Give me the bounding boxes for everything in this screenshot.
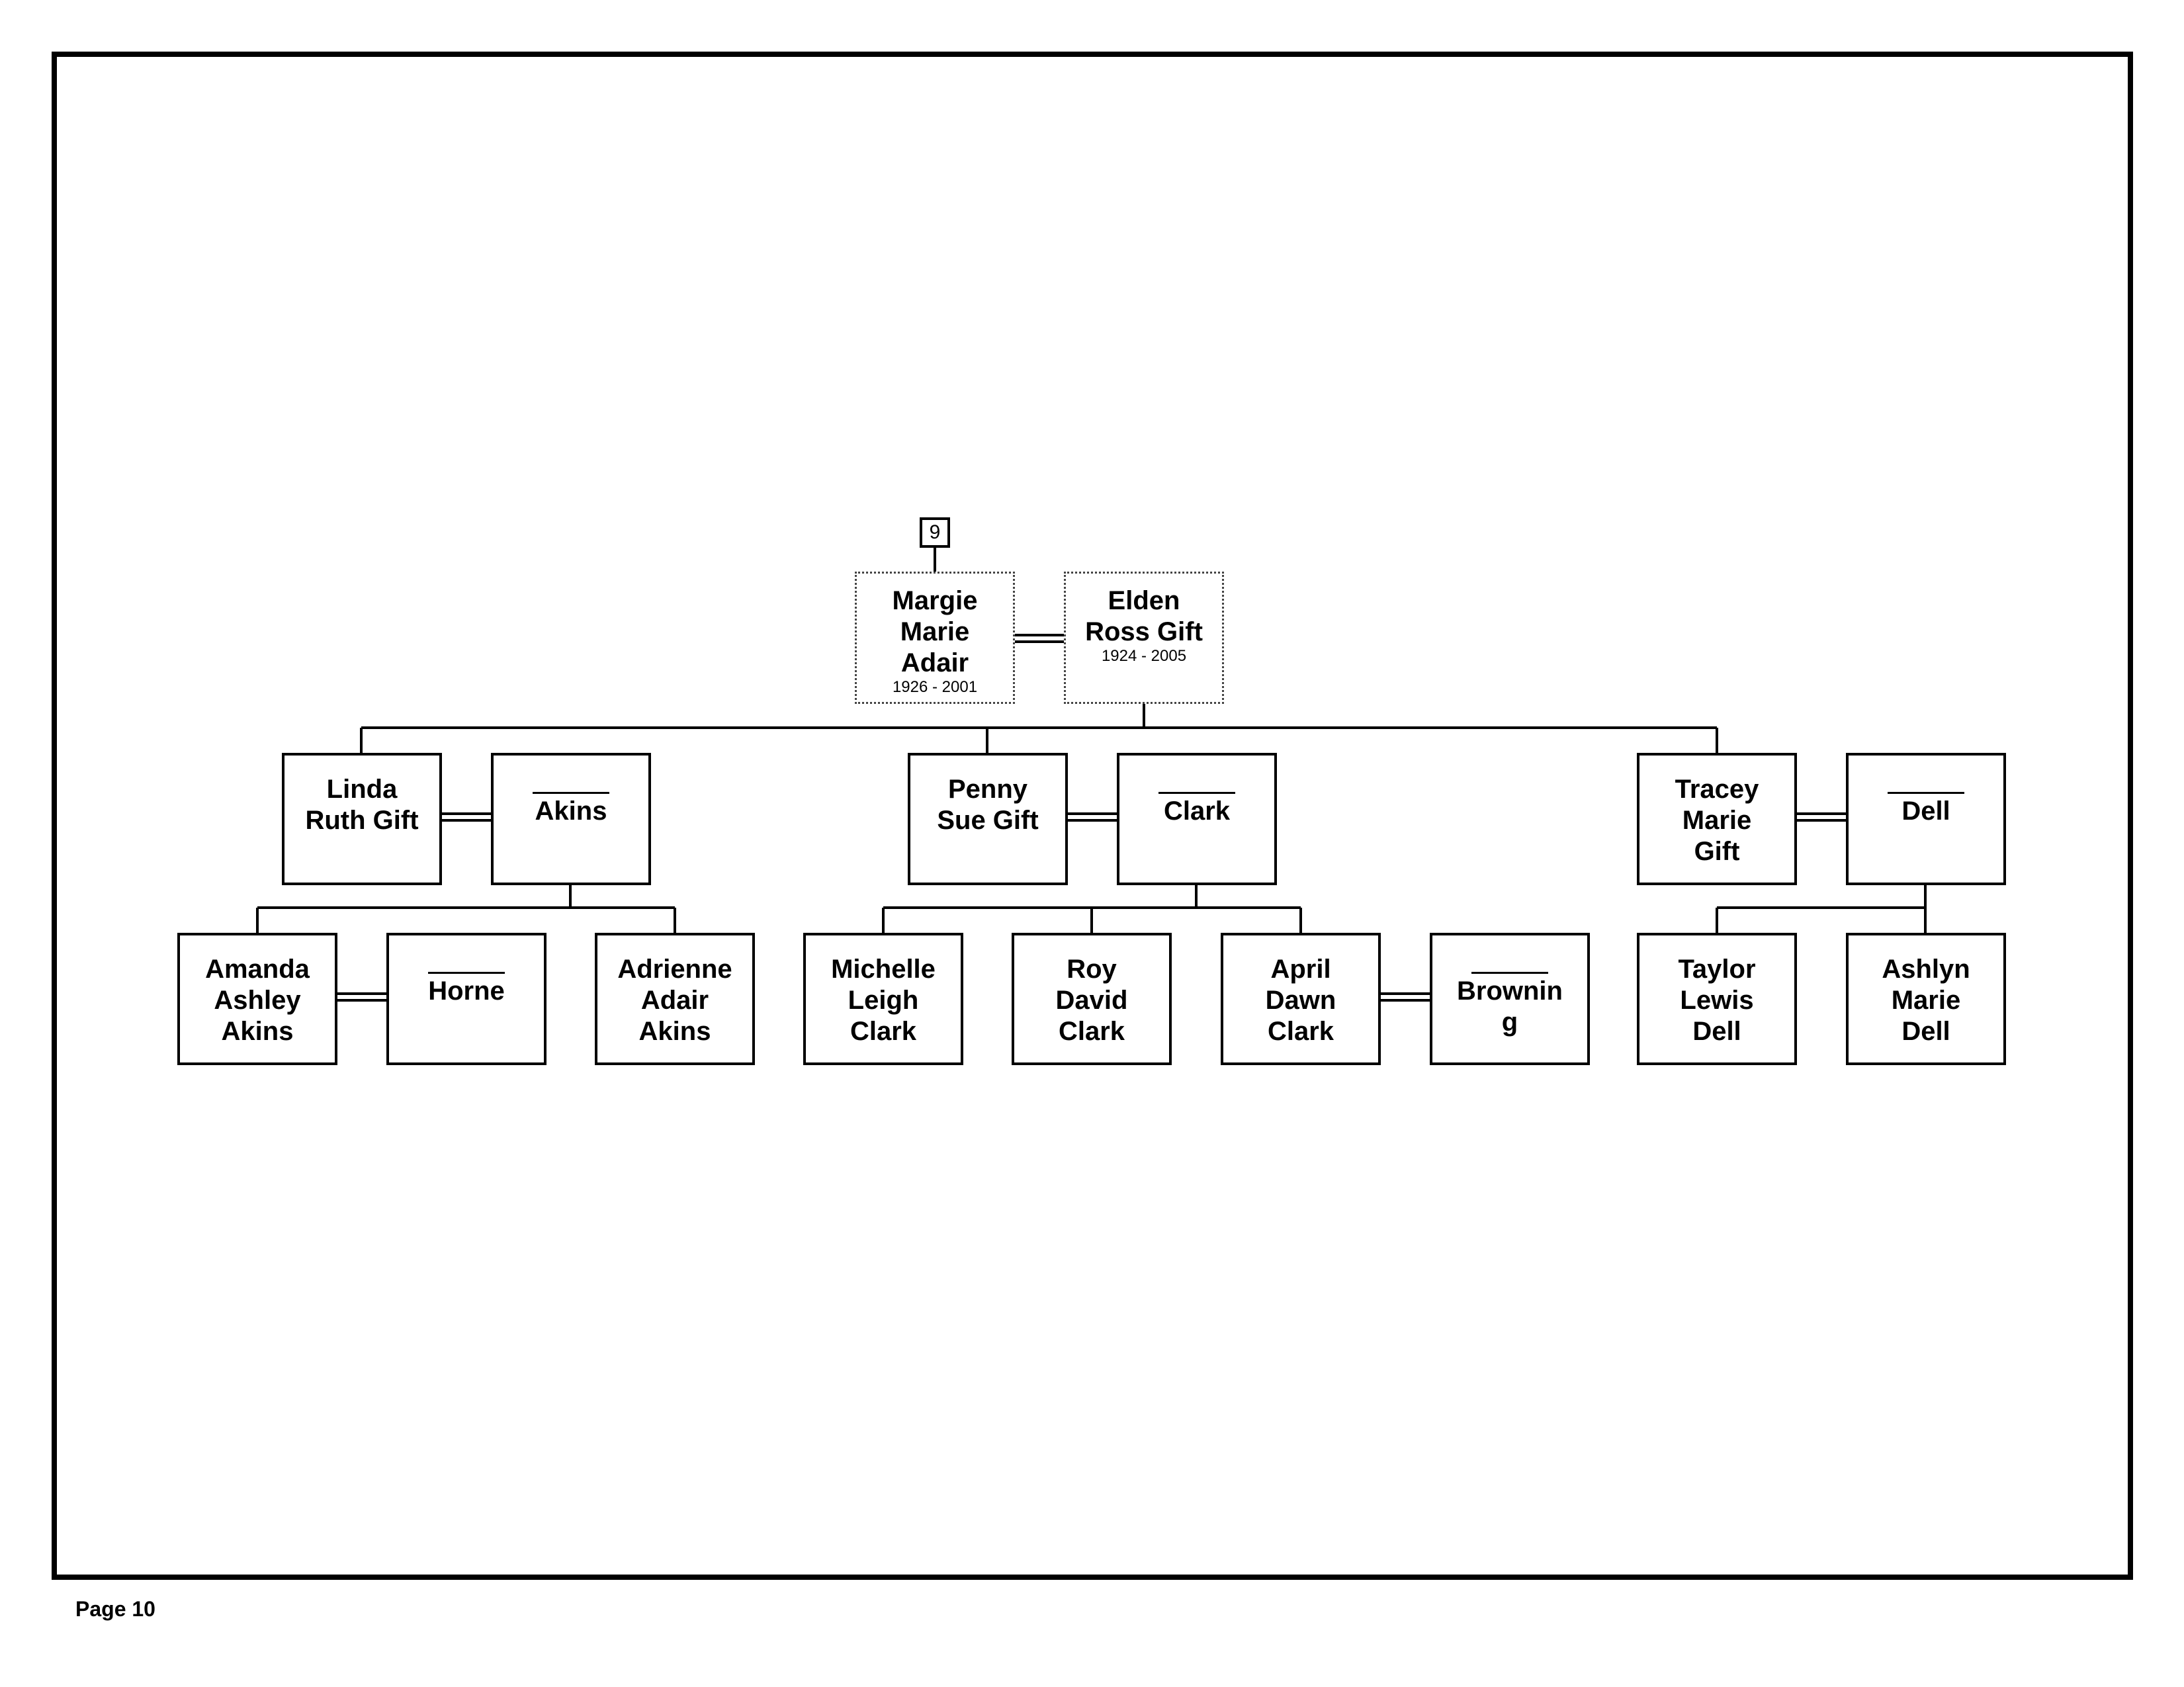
person-name: April Dawn Clark [1265, 955, 1336, 1046]
unknown-given-name-line [1471, 972, 1548, 974]
person-margie-marie-adair: Margie Marie Adair 1926 - 2001 [855, 572, 1015, 704]
person-linda-ruth-gift: Linda Ruth Gift [282, 753, 442, 885]
person-name: Linda Ruth Gift [305, 775, 419, 835]
person-name: Ashlyn Marie Dell [1882, 955, 1970, 1046]
unknown-given-name-line [1158, 792, 1235, 794]
person-name: Michelle Leigh Clark [831, 955, 936, 1046]
person-name: Taylor Lewis Dell [1678, 955, 1756, 1046]
person-amanda-ashley-akins: Amanda Ashley Akins [177, 933, 337, 1065]
person-clark: Clark [1117, 753, 1277, 885]
person-name: Elden Ross Gift [1085, 586, 1203, 646]
person-tracey-marie-gift: Tracey Marie Gift [1637, 753, 1797, 885]
person-taylor-lewis-dell: Taylor Lewis Dell [1637, 933, 1797, 1065]
person-name: Adrienne Adair Akins [617, 955, 732, 1046]
person-name: Akins [535, 797, 607, 826]
person-browning: Brownin g [1430, 933, 1590, 1065]
person-name: Amanda Ashley Akins [205, 955, 310, 1046]
person-dates: 1924 - 2005 [1101, 647, 1187, 665]
unknown-given-name-line [428, 972, 505, 974]
person-horne: Horne [386, 933, 546, 1065]
person-akins: Akins [491, 753, 651, 885]
person-penny-sue-gift: Penny Sue Gift [908, 753, 1068, 885]
page-frame [52, 52, 2133, 1580]
person-name: Roy David Clark [1055, 955, 1128, 1046]
person-dates: 1926 - 2001 [892, 678, 978, 696]
unknown-given-name-line [533, 792, 609, 794]
person-roy-david-clark: Roy David Clark [1012, 933, 1172, 1065]
person-name: Margie Marie Adair [892, 586, 978, 677]
person-ashlyn-marie-dell: Ashlyn Marie Dell [1846, 933, 2006, 1065]
person-name: Clark [1163, 797, 1231, 826]
page-number: Page 10 [75, 1597, 155, 1621]
unknown-given-name-line [1888, 792, 1964, 794]
person-elden-ross-gift: Elden Ross Gift 1924 - 2005 [1064, 572, 1224, 704]
person-name: Tracey Marie Gift [1675, 775, 1759, 866]
person-name: Brownin g [1457, 976, 1563, 1037]
person-name: Horne [428, 976, 505, 1006]
generation-reference-box: 9 [920, 517, 950, 548]
person-michelle-leigh-clark: Michelle Leigh Clark [803, 933, 963, 1065]
person-name: Penny Sue Gift [937, 775, 1039, 835]
person-adrienne-adair-akins: Adrienne Adair Akins [595, 933, 755, 1065]
person-name: Dell [1901, 797, 1950, 826]
person-dell: Dell [1846, 753, 2006, 885]
person-april-dawn-clark: April Dawn Clark [1221, 933, 1381, 1065]
